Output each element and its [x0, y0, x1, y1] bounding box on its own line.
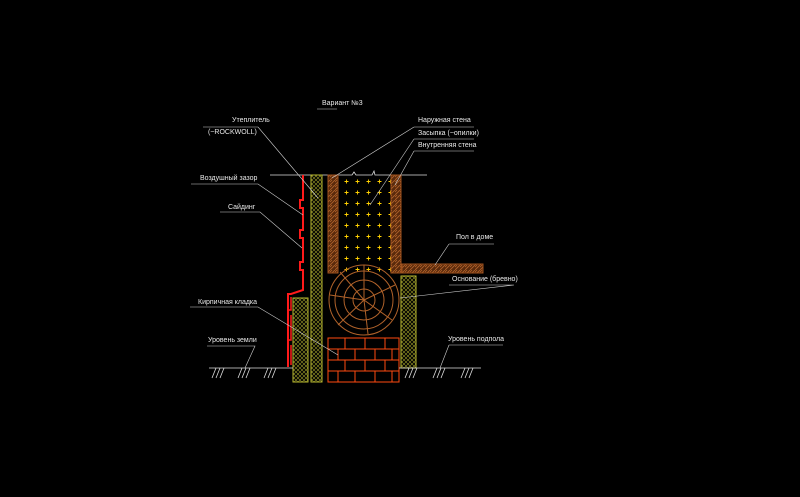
inner-insulation	[400, 275, 417, 369]
inner-wall	[390, 174, 402, 274]
plinth-insulation	[292, 297, 309, 383]
base-log	[328, 264, 400, 336]
label-brickwork: Кирпичная кладка	[198, 299, 258, 306]
brickwork	[327, 337, 400, 383]
label-ground-level: Уровень земли	[208, 337, 257, 344]
label-siding: Сайдинг	[228, 204, 256, 211]
outer-wall	[327, 174, 339, 274]
leader-lines	[190, 108, 515, 369]
plinth-siding	[288, 297, 292, 365]
label-insulation-note: (~ROCKWOLL)	[208, 129, 257, 136]
label-air-gap: Воздушный зазор	[200, 175, 258, 182]
label-base-log: Основание (бревно)	[452, 276, 518, 283]
siding	[287, 175, 304, 367]
floor-board	[401, 263, 484, 274]
label-basement-level: Уровень подпола	[448, 336, 505, 343]
label-floor: Пол в доме	[456, 234, 494, 241]
label-backfill: Засыпка (~опилки)	[418, 130, 479, 137]
label-outer-wall: Наружная стена	[418, 117, 471, 124]
label-insulation: Утеплитель	[232, 117, 270, 124]
section-cut-line	[270, 169, 427, 176]
drawing-title: Вариант №3	[322, 100, 363, 107]
backfill	[338, 175, 391, 273]
label-inner-wall: Внутренняя стена	[418, 142, 477, 149]
outer-insulation	[310, 174, 323, 383]
